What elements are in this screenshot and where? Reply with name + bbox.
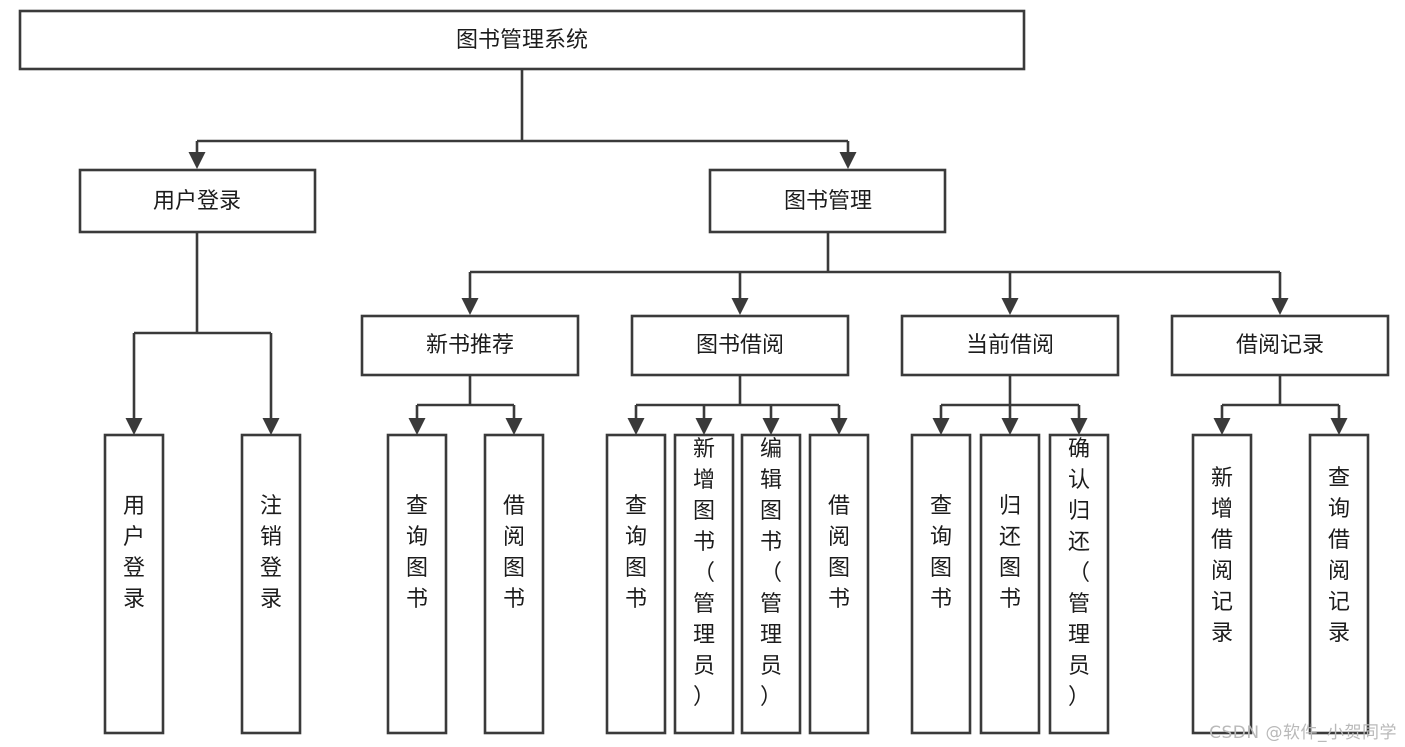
leaf-label: 查询图书 — [625, 494, 647, 612]
node-user-login[interactable]: 用户登录 — [78, 168, 317, 234]
node-book-management[interactable]: 图书管理 — [708, 168, 947, 234]
leaf-node[interactable]: 确认归还（管理员） — [1048, 433, 1110, 735]
watermark-text: CSDN @软件_小贺同学 — [1209, 723, 1397, 743]
node-new-book-recommend-label: 新书推荐 — [426, 333, 514, 358]
node-borrow-record[interactable]: 借阅记录 — [1170, 314, 1390, 377]
leaf-label: 确认归还（管理员） — [1068, 437, 1090, 710]
connector-bookborrow-to-leaves — [627, 375, 848, 435]
node-book-borrow-label: 图书借阅 — [696, 333, 784, 358]
connector-bookmgmt-to-level3 — [461, 232, 1289, 315]
leaf-label: 新增借阅记录 — [1211, 466, 1233, 646]
leaf-node[interactable]: 新增借阅记录 — [1191, 433, 1253, 735]
node-book-management-label: 图书管理 — [784, 189, 872, 214]
leaf-node[interactable]: 借阅图书 — [483, 433, 545, 735]
node-user-login-label: 用户登录 — [153, 189, 241, 214]
leaf-node[interactable]: 编辑图书（管理员） — [740, 433, 802, 735]
leaf-label: 借阅图书 — [503, 494, 525, 612]
node-new-book-recommend[interactable]: 新书推荐 — [360, 314, 580, 377]
leaf-node[interactable]: 借阅图书 — [808, 433, 870, 735]
node-root[interactable]: 图书管理系统 — [18, 9, 1026, 71]
leaf-label: 编辑图书（管理员） — [760, 437, 782, 710]
leaf-label: 借阅图书 — [828, 494, 850, 612]
connector-borrowrecord-to-leaves — [1213, 375, 1348, 435]
leaf-node[interactable]: 查询图书 — [605, 433, 667, 735]
leaf-node[interactable]: 归还图书 — [979, 433, 1041, 735]
leaf-node[interactable]: 查询借阅记录 — [1308, 433, 1370, 735]
leaf-label: 新增图书（管理员） — [693, 437, 715, 710]
connector-root-to-level2 — [188, 69, 857, 169]
leaf-node[interactable]: 注销登录 — [240, 433, 302, 735]
node-current-borrow-label: 当前借阅 — [966, 333, 1054, 358]
node-current-borrow[interactable]: 当前借阅 — [900, 314, 1120, 377]
leaf-node[interactable]: 用户登录 — [103, 433, 165, 735]
leaf-label: 用户登录 — [123, 494, 145, 612]
connector-userlogin-to-leaves — [125, 232, 280, 435]
leaf-label: 查询图书 — [406, 494, 428, 612]
leaf-node[interactable]: 查询图书 — [386, 433, 448, 735]
connector-currentborrow-to-leaves — [932, 375, 1088, 435]
node-root-label: 图书管理系统 — [456, 28, 588, 53]
leaf-label: 归还图书 — [999, 494, 1021, 612]
node-borrow-record-label: 借阅记录 — [1236, 333, 1324, 358]
leaf-label: 查询借阅记录 — [1328, 466, 1350, 646]
leaf-label: 注销登录 — [260, 494, 282, 612]
leaf-node[interactable]: 新增图书（管理员） — [673, 433, 735, 735]
leaf-node[interactable]: 查询图书 — [910, 433, 972, 735]
node-book-borrow[interactable]: 图书借阅 — [630, 314, 850, 377]
connector-newbook-to-leaves — [408, 375, 523, 435]
leaf-label: 查询图书 — [930, 494, 952, 612]
